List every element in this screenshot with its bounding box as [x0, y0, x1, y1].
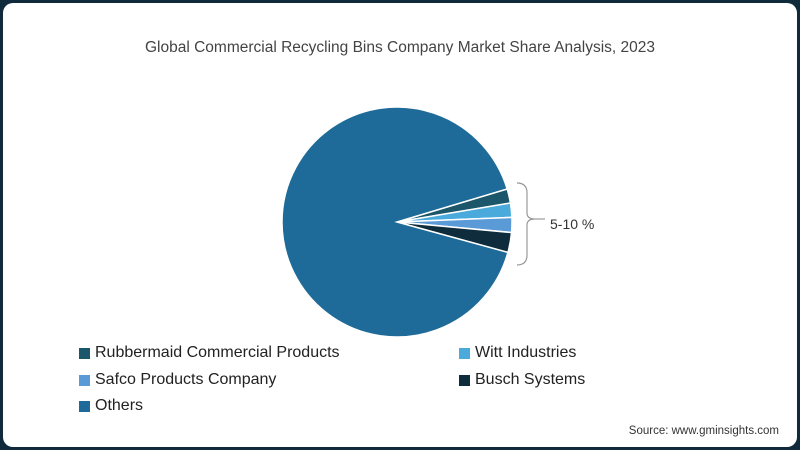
annotation-bracket — [516, 182, 536, 266]
legend-swatch — [79, 347, 90, 359]
legend-swatch — [79, 374, 90, 386]
legend-item-others: Others — [79, 397, 143, 415]
legend-label: Rubbermaid Commercial Products — [95, 344, 340, 361]
legend-item-busch: Busch Systems — [459, 371, 585, 389]
legend-label: Safco Products Company — [95, 371, 277, 388]
legend-label: Witt Industries — [475, 344, 577, 361]
pie-slice-others — [281, 106, 509, 338]
pie-chart: 5-10 % — [281, 106, 594, 338]
legend-swatch — [459, 374, 470, 386]
legend-swatch — [79, 400, 90, 412]
legend-item-rubbermaid: Rubbermaid Commercial Products — [79, 344, 340, 362]
legend-item-witt: Witt Industries — [459, 344, 576, 362]
legend-item-safco: Safco Products Company — [79, 371, 276, 389]
chart-title: Global Commercial Recycling Bins Company… — [145, 39, 655, 56]
source-note: Source: www.gminsights.com — [628, 425, 779, 437]
annotation-label: 5-10 % — [550, 216, 594, 232]
legend-label: Busch Systems — [475, 371, 586, 388]
legend-swatch — [459, 347, 470, 359]
legend-label: Others — [95, 397, 144, 414]
chart-frame: Global Commercial Recycling Bins Company… — [3, 3, 797, 447]
